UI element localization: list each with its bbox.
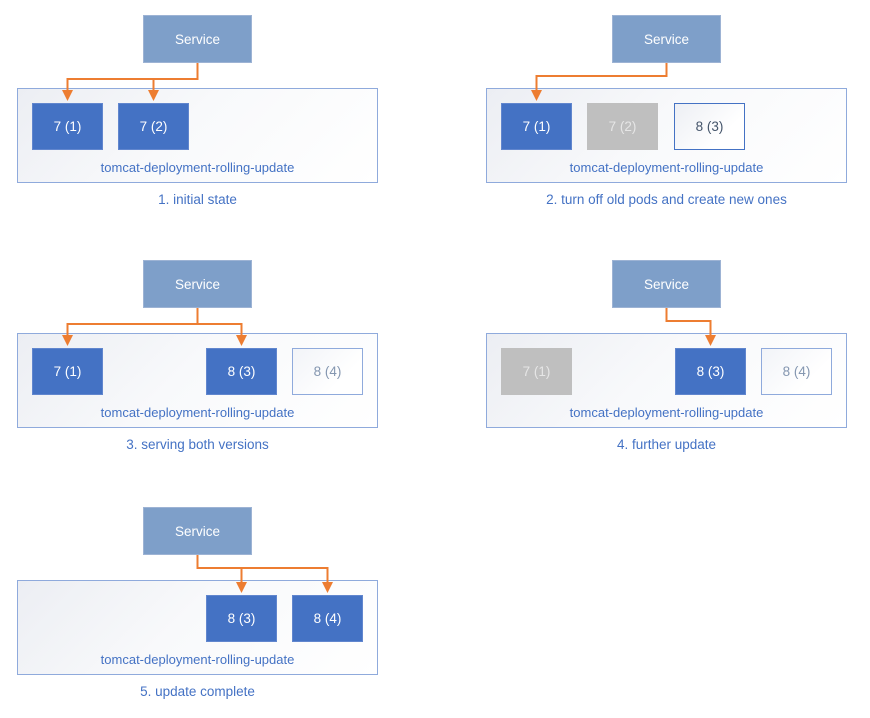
deployment-name-label: tomcat-deployment-rolling-update [569,160,764,175]
service-box: Service [143,507,252,555]
deployment-name-label: tomcat-deployment-rolling-update [100,652,295,667]
pod: 7 (2) [118,103,189,150]
service-box: Service [143,15,252,63]
pod: 8 (3) [675,348,746,395]
panel-caption: 3. serving both versions [126,437,269,452]
deployment-name-label: tomcat-deployment-rolling-update [100,160,295,175]
deployment-box: 7 (1) 7 (2) 8 (3) tomcat-deployment-roll… [486,88,847,183]
pod: 8 (3) [206,348,277,395]
pod: 7 (1) [32,103,103,150]
deployment-box: 8 (3) 8 (4) tomcat-deployment-rolling-up… [17,580,378,675]
deployment-name-label: tomcat-deployment-rolling-update [569,405,764,420]
deployment-box: 7 (1) 8 (3) 8 (4) tomcat-deployment-roll… [17,333,378,428]
panel-serving-both-versions: Service 7 (1) 8 (3) 8 (4) tomcat-deploym… [0,245,400,475]
pod: 7 (1) [501,348,572,395]
pod: 8 (4) [292,348,363,395]
pod: 8 (4) [761,348,832,395]
pod: 8 (3) [674,103,745,150]
panel-caption: 5. update complete [140,684,255,699]
service-box: Service [612,15,721,63]
deployment-box: 7 (1) 8 (3) 8 (4) tomcat-deployment-roll… [486,333,847,428]
service-box: Service [612,260,721,308]
pod: 8 (4) [292,595,363,642]
panel-caption: 4. further update [616,437,717,452]
panel-initial-state: Service 7 (1) 7 (2) tomcat-deployment-ro… [0,0,400,230]
panel-update-complete: Service 8 (3) 8 (4) tomcat-deployment-ro… [0,492,400,718]
deployment-name-label: tomcat-deployment-rolling-update [100,405,295,420]
deployment-box: 7 (1) 7 (2) tomcat-deployment-rolling-up… [17,88,378,183]
pod: 7 (2) [587,103,658,150]
pod: 7 (1) [501,103,572,150]
panel-caption: 2. turn off old pods and create new ones [546,192,787,207]
panel-turn-off-old-pods: Service 7 (1) 7 (2) 8 (3) tomcat-deploym… [469,0,869,230]
panel-caption: 1. initial state [158,192,237,207]
pod: 7 (1) [32,348,103,395]
pod: 8 (3) [206,595,277,642]
panel-further-update: Service 7 (1) 8 (3) 8 (4) tomcat-deploym… [469,245,869,475]
service-box: Service [143,260,252,308]
